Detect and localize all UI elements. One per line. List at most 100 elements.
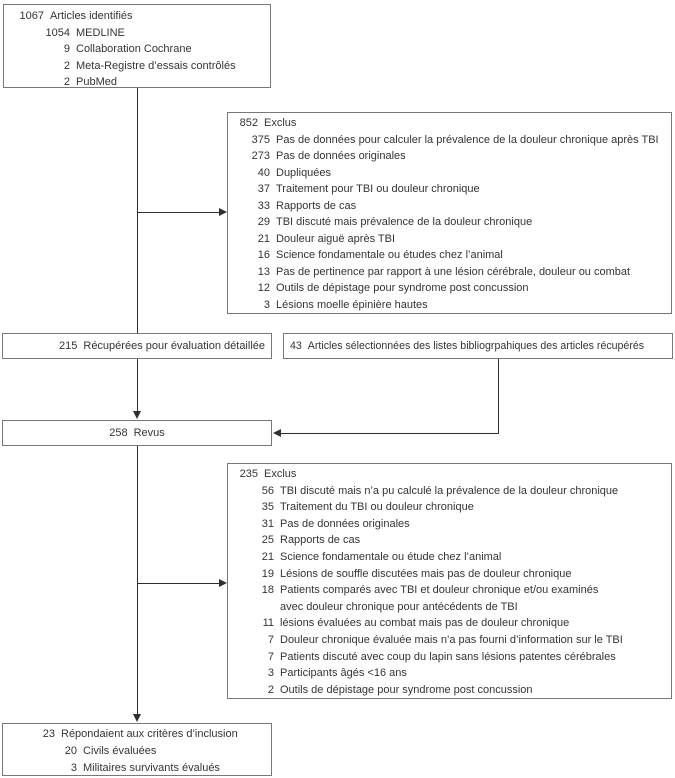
flow-line: 35 Traitement du TBI ou douleur chroniqu… xyxy=(238,499,667,516)
label: Récupérées pour évaluation détaillée xyxy=(83,340,265,352)
flow-line: 40 Dupliquées xyxy=(238,165,667,182)
label: Traitement du TBI ou douleur chronique xyxy=(280,501,474,514)
count: 33 xyxy=(257,199,270,212)
count: 23 xyxy=(42,728,55,740)
count: 20 xyxy=(64,744,77,757)
count: 235 xyxy=(239,468,258,480)
count: 852 xyxy=(239,117,258,129)
arrowhead-into-reviewed-right xyxy=(273,429,281,437)
count: 1067 xyxy=(19,10,44,22)
label: Articles identifiés xyxy=(50,10,133,22)
label: Participants âgés <16 ans xyxy=(280,667,407,680)
flow-line: 12 Outils de dépistage pour syndrome pos… xyxy=(238,280,667,297)
label: Rapports de cas xyxy=(276,199,357,212)
label: Articles sélectionnées des listes biblio… xyxy=(307,340,645,352)
count: 16 xyxy=(257,249,270,262)
flow-line: 852 Exclus xyxy=(238,115,667,132)
label: Patients comparés avec TBI et douleur ch… xyxy=(280,584,599,613)
flow-line: 21 Douleur aiguë après TBI xyxy=(238,231,667,248)
flow-line: 31 Pas de données originales xyxy=(238,516,667,533)
flow-line: 273 Pas de données originales xyxy=(238,148,667,165)
flow-line: 1054 MEDLINE xyxy=(14,25,266,42)
count: 40 xyxy=(257,166,270,179)
arrowhead-into-included xyxy=(133,714,141,722)
connector-branch-to-excluded-852 xyxy=(137,212,220,213)
label: Pas de données originales xyxy=(276,150,406,163)
count: 56 xyxy=(261,484,274,497)
flow-line: 11 lésions évaluées au combat mais pas d… xyxy=(238,615,667,632)
label: Rapports de cas xyxy=(280,534,361,547)
flow-line: 3 Lésions moelle épinière hautes xyxy=(238,297,667,314)
arrowhead-into-excluded-852 xyxy=(219,208,227,216)
label: Meta-Registre d’essais contrôlés xyxy=(76,59,236,72)
label: Lésions moelle épinière hautes xyxy=(276,299,428,312)
count: 21 xyxy=(257,232,270,245)
label: Douleur aiguë après TBI xyxy=(276,232,396,245)
flow-line: 21 Science fondamentale ou étude chez l’… xyxy=(238,549,667,566)
flow-line: 13 Pas de pertinence par rapport à une l… xyxy=(238,264,667,281)
count: 3 xyxy=(263,299,270,312)
connector-reviewed-to-included xyxy=(137,446,138,714)
flow-line: 9 Collaboration Cochrane xyxy=(14,41,266,58)
label: MEDLINE xyxy=(76,26,125,39)
flow-line: 19 Lésions de souffle discutées mais pas… xyxy=(238,566,667,583)
label: Lésions de souffle discutées mais pas de… xyxy=(280,567,572,580)
box-bibliography-43: 43 Articles sélectionnées des listes bib… xyxy=(283,333,673,359)
count: 1054 xyxy=(45,26,70,39)
connector-branch-to-excluded-235 xyxy=(137,583,220,584)
flow-line: 3 Militaires survivants évalués xyxy=(13,760,267,777)
count: 258 xyxy=(109,427,128,439)
count: 19 xyxy=(261,567,274,580)
label: Patients discuté avec coup du lapin sans… xyxy=(280,650,616,663)
count: 375 xyxy=(251,133,270,146)
label: Pas de données originales xyxy=(280,517,410,530)
label: Pas de pertinence par rapport à une lési… xyxy=(276,265,631,278)
count: 37 xyxy=(257,183,270,196)
label: Exclus xyxy=(264,117,297,129)
count: 7 xyxy=(267,633,274,646)
flow-line: 2 Meta-Registre d’essais contrôlés xyxy=(14,58,266,75)
flow-line: 375 Pas de données pour calculer la prév… xyxy=(238,132,667,149)
count: 7 xyxy=(267,650,274,663)
connector-bibliography-down xyxy=(498,359,499,434)
label: Science fondamentale ou étude chez l’ani… xyxy=(280,550,502,563)
flow-line: 29 TBI discuté mais prévalence de la dou… xyxy=(238,214,667,231)
count: 21 xyxy=(261,550,274,563)
count: 29 xyxy=(257,216,270,229)
flow-line: 3 Participants âgés <16 ans xyxy=(238,665,667,682)
flow-line: 235 Exclus xyxy=(238,466,667,483)
label: Pas de données pour calculer la prévalen… xyxy=(276,133,659,146)
count: 11 xyxy=(262,617,274,630)
connector-identified-to-retrieved xyxy=(137,88,138,333)
label: Collaboration Cochrane xyxy=(76,43,192,55)
label: Douleur chronique évaluée mais n’a pas f… xyxy=(280,633,623,646)
box-retrieved-215: 215 Récupérées pour évaluation détaillée xyxy=(2,333,272,359)
label: Dupliquées xyxy=(276,166,332,179)
label: Revus xyxy=(133,427,165,439)
count: 9 xyxy=(63,43,70,55)
flow-line: 7 Douleur chronique évaluée mais n’a pas… xyxy=(238,632,667,649)
flow-line: 56 TBI discuté mais n’a pu calculé la pr… xyxy=(238,483,667,500)
count: 12 xyxy=(257,282,270,295)
count: 3 xyxy=(267,667,274,680)
flow-line: 20 Civils évaluées xyxy=(13,743,267,760)
count: 2 xyxy=(63,76,70,88)
label: TBI discuté mais prévalence de la douleu… xyxy=(276,216,533,229)
box-excluded-852: 852 Exclus 375 Pas de données pour calcu… xyxy=(227,112,672,314)
flow-line: 18 Patients comparés avec TBI et douleur… xyxy=(238,582,667,615)
flow-line: 23 Répondaient aux critères d’inclusion xyxy=(13,726,267,743)
connector-retrieved-to-reviewed xyxy=(137,359,138,412)
flow-line: 1067 Articles identifiés xyxy=(14,8,266,25)
label: Traitement pour TBI ou douleur chronique xyxy=(276,183,480,196)
box-excluded-235: 235 Exclus 56 TBI discuté mais n’a pu ca… xyxy=(227,463,672,699)
count: 35 xyxy=(261,501,274,514)
label: Outils de dépistage pour syndrome post c… xyxy=(276,282,529,295)
label: TBI discuté mais n’a pu calculé la préva… xyxy=(280,484,619,497)
flow-line: 33 Rapports de cas xyxy=(238,198,667,215)
connector-bibliography-to-reviewed xyxy=(281,433,499,434)
flow-line: 16 Science fondamentale ou études chez l… xyxy=(238,247,667,264)
label: Outils de dépistage pour syndrome post c… xyxy=(280,683,533,696)
label: Exclus xyxy=(264,468,297,480)
label: Civils évaluées xyxy=(83,744,157,757)
count: 43 xyxy=(290,340,302,352)
